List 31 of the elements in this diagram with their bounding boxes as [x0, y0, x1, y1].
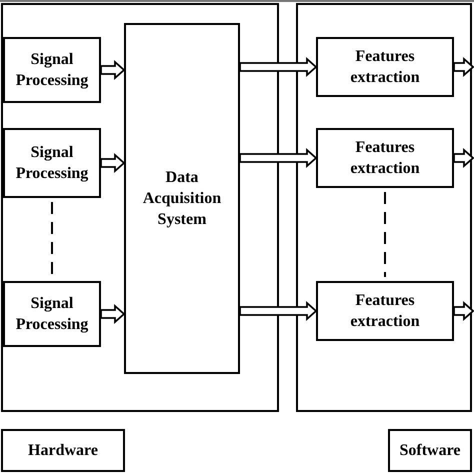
process-box — [124, 23, 240, 374]
process-box — [3, 128, 101, 198]
process-box — [388, 429, 472, 472]
block-arrow — [239, 301, 318, 321]
process-box — [1, 429, 125, 472]
dashed-connector — [51, 202, 53, 277]
block-arrow — [453, 301, 474, 321]
block-arrow — [453, 57, 474, 77]
panel-box — [296, 3, 472, 412]
block-arrow — [100, 153, 126, 173]
block-arrow — [100, 304, 126, 324]
box-label: Signal Processing — [14, 50, 90, 91]
panel-box — [1, 3, 279, 412]
box-label: Signal Processing — [14, 294, 90, 335]
block-arrow — [239, 57, 318, 77]
process-box — [316, 37, 454, 97]
block-arrow — [239, 148, 318, 168]
box-label: Features extraction — [349, 138, 421, 179]
dashed-connector — [384, 192, 386, 277]
process-box — [316, 128, 454, 188]
process-box — [3, 281, 101, 347]
box-label: Features extraction — [349, 47, 421, 88]
box-label: Features extraction — [349, 291, 421, 332]
box-label: Hardware — [27, 441, 99, 461]
process-box — [316, 281, 454, 341]
box-label: Software — [398, 441, 462, 461]
process-box — [3, 37, 101, 103]
block-arrow — [453, 148, 474, 168]
block-arrow — [100, 60, 126, 80]
box-label: Data Acquisition System — [142, 168, 222, 230]
box-label: Signal Processing — [14, 143, 90, 184]
